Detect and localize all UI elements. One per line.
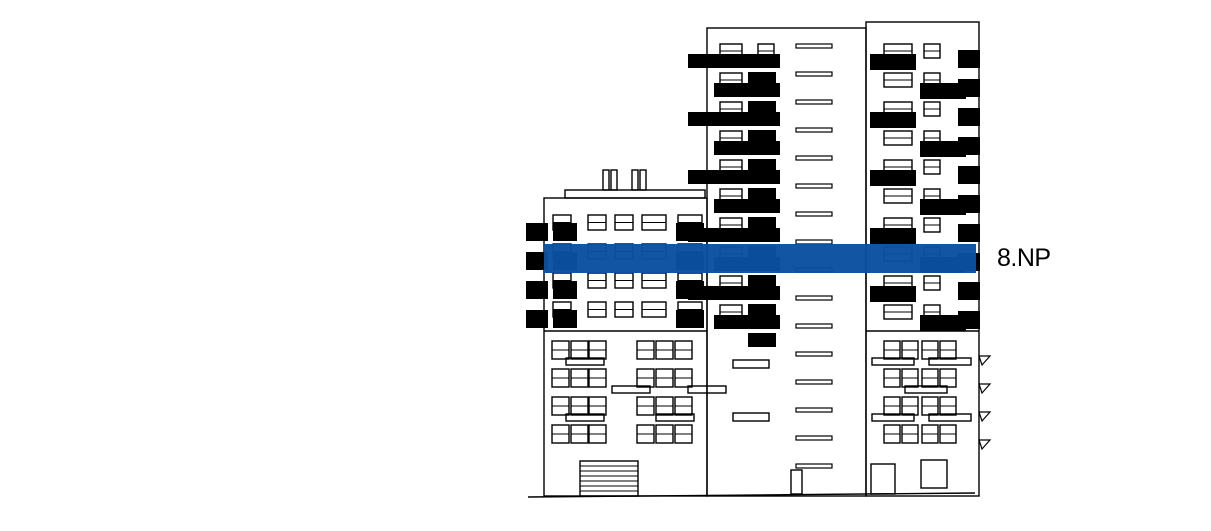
balcony	[958, 79, 980, 97]
balcony	[870, 170, 916, 186]
balcony	[714, 141, 780, 155]
balcony	[958, 50, 980, 68]
balcony	[688, 54, 780, 68]
slot-window	[795, 435, 833, 441]
balcony	[748, 72, 776, 86]
slot-window	[795, 351, 833, 357]
balcony	[958, 166, 980, 184]
balcony	[920, 315, 966, 331]
balcony	[748, 101, 776, 115]
balcony-slab	[687, 385, 727, 394]
slot-window	[795, 239, 833, 245]
balcony-slab	[928, 357, 972, 366]
balcony-slab	[565, 357, 605, 366]
balcony-grid	[526, 50, 980, 347]
sun-shade	[978, 355, 992, 367]
slot-window	[795, 323, 833, 329]
slot-window	[795, 295, 833, 301]
balcony-slab	[928, 413, 972, 422]
balcony	[958, 282, 980, 300]
balcony	[958, 108, 980, 126]
balcony	[748, 159, 776, 173]
slot-window	[795, 127, 833, 133]
balcony	[553, 223, 577, 241]
balcony	[526, 310, 548, 328]
balcony	[526, 223, 548, 241]
balcony	[688, 112, 780, 126]
garage-door	[579, 460, 639, 497]
balcony-slab	[871, 413, 915, 422]
balcony	[526, 281, 548, 299]
chimney-2	[610, 169, 618, 191]
slot-window	[795, 43, 833, 49]
balcony-slab	[732, 412, 770, 422]
balcony	[676, 310, 704, 328]
window-grid	[551, 43, 992, 492]
balcony-slab	[565, 413, 605, 422]
slot-window	[795, 183, 833, 189]
balcony	[870, 228, 916, 244]
balcony	[748, 275, 776, 289]
entrance-door-right	[870, 463, 896, 495]
balcony-slab	[655, 413, 695, 422]
balcony	[714, 315, 780, 329]
balcony	[688, 170, 780, 184]
shop-window-right	[920, 459, 948, 489]
balcony-slab	[732, 359, 770, 369]
balcony	[920, 83, 966, 99]
sun-shade	[978, 439, 992, 451]
balcony-slab	[871, 357, 915, 366]
balcony	[958, 137, 980, 155]
chimney-4	[639, 169, 647, 191]
balcony	[958, 311, 980, 329]
slot-window	[795, 379, 833, 385]
balcony	[714, 83, 780, 97]
balcony	[920, 199, 966, 215]
balcony	[958, 224, 980, 242]
slot-window	[795, 71, 833, 77]
balcony	[748, 217, 776, 231]
balcony	[920, 141, 966, 157]
balcony	[553, 281, 577, 299]
slot-window	[795, 407, 833, 413]
balcony	[748, 188, 776, 202]
slot-window	[795, 99, 833, 105]
balcony	[553, 310, 577, 328]
balcony	[688, 228, 780, 242]
slot-window	[795, 155, 833, 161]
floor-label: 8.NP	[997, 244, 1051, 272]
balcony	[714, 199, 780, 213]
balcony-slab	[611, 385, 651, 394]
balcony	[748, 333, 776, 347]
balcony	[870, 286, 916, 302]
balcony	[748, 130, 776, 144]
chimney-3	[631, 169, 639, 191]
entrance-door-middle	[790, 469, 803, 495]
sun-shade	[978, 411, 992, 423]
balcony	[526, 252, 548, 270]
chimney-1	[602, 169, 610, 191]
slot-window	[795, 463, 833, 469]
highlighted-floor-band	[544, 244, 976, 273]
slot-window	[795, 211, 833, 217]
balcony	[958, 195, 980, 213]
balcony	[748, 304, 776, 318]
left-wing-parapet	[564, 189, 706, 199]
balcony-slab	[904, 385, 948, 394]
balcony	[688, 286, 780, 300]
sun-shade	[978, 383, 992, 395]
balcony	[870, 54, 916, 70]
balcony	[870, 112, 916, 128]
